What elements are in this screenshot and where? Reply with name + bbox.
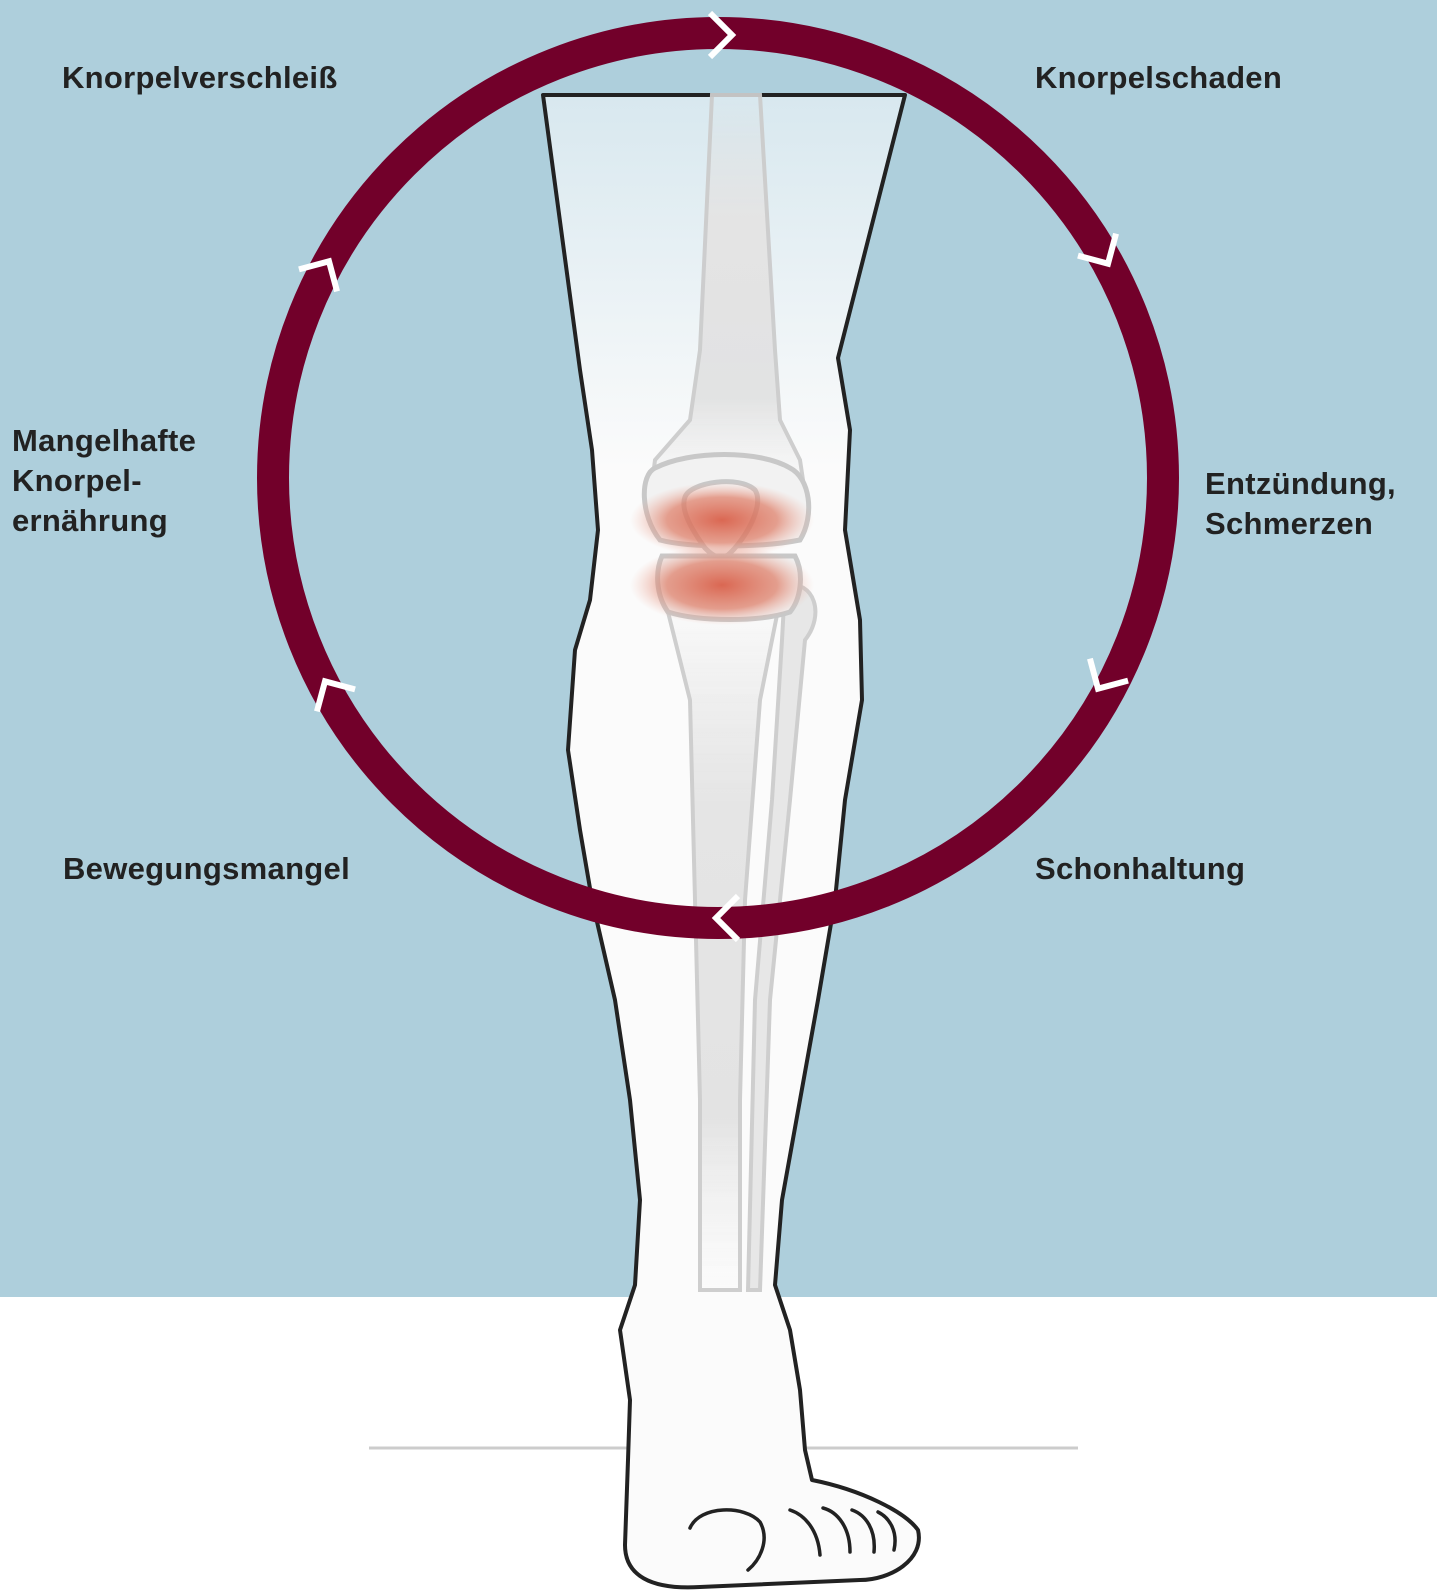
stage-label-line: Knorpelschaden xyxy=(1035,58,1282,98)
stage-label-line: ernährung xyxy=(12,501,196,541)
knee-joint-bones xyxy=(630,455,814,626)
stage-label-cartilage-wear: Knorpelverschleiß xyxy=(62,58,338,98)
stage-label-inflammation-pain: Entzündung, Schmerzen xyxy=(1205,464,1396,544)
stage-label-line: Mangelhafte xyxy=(12,421,196,461)
stage-label-poor-cartilage-nutrition: Mangelhafte Knorpel- ernährung xyxy=(12,421,196,541)
stage-label-line: Bewegungsmangel xyxy=(63,849,350,889)
stage-label-line: Entzündung, xyxy=(1205,464,1396,504)
stage-label-protective-posture: Schonhaltung xyxy=(1035,849,1245,889)
stage-label-line: Knorpelverschleiß xyxy=(62,58,338,98)
stage-label-line: Schmerzen xyxy=(1205,504,1396,544)
stage-label-cartilage-damage: Knorpelschaden xyxy=(1035,58,1282,98)
inflammation-zone-lower xyxy=(630,545,814,625)
stage-label-line: Schonhaltung xyxy=(1035,849,1245,889)
stage-label-lack-of-movement: Bewegungsmangel xyxy=(63,849,350,889)
stage-label-line: Knorpel- xyxy=(12,461,196,501)
